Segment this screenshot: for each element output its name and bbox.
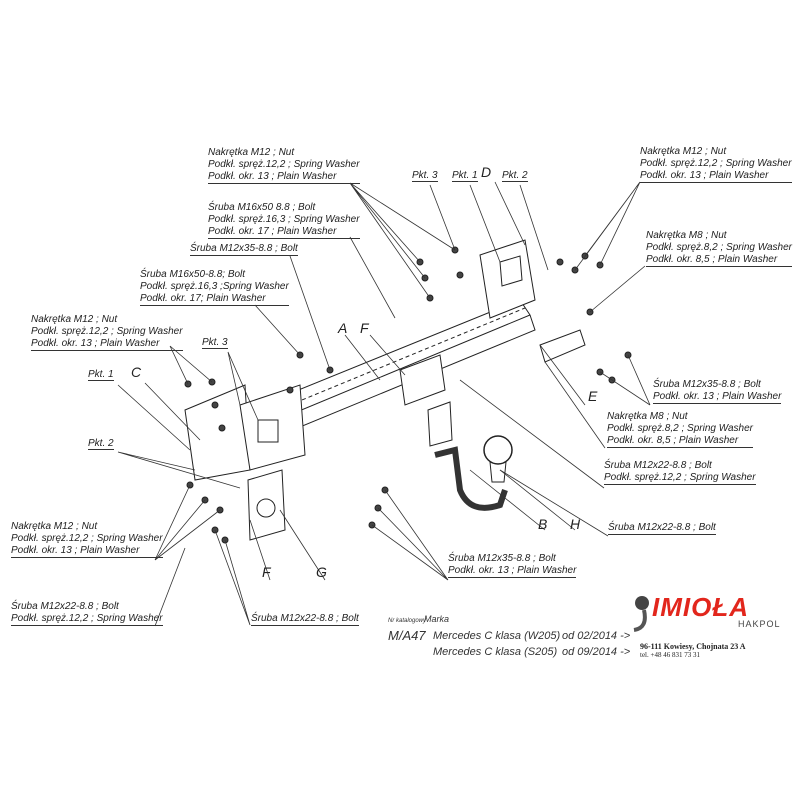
callout-nut-left: Nakrętka M12 ; Nut Podkł. spręż.12,2 ; S…	[31, 314, 183, 351]
point-tag: Pkt. 3	[202, 337, 228, 349]
callout-line: Podkł. okr. 13 ; Plain Washer	[653, 391, 782, 404]
callout-line: Podkł. spręż.8,2 ; Spring Washer	[646, 242, 792, 253]
callout-nut-top-left: Nakrętka M12 ; Nut Podkł. spręż.12,2 ; S…	[208, 147, 360, 184]
part-letter-a: A	[338, 320, 348, 336]
part-letter-g: G	[316, 564, 327, 580]
callout-bolt-m12x22-right: Śruba M12x22-8.8 ; Bolt Podkł. spręż.12,…	[604, 460, 756, 485]
point-tag: Pkt. 3	[412, 170, 438, 182]
callout-nut-top-right: Nakrętka M12 ; Nut Podkł. spręż.12,2 ; S…	[640, 146, 792, 183]
towball-logo-icon	[633, 596, 649, 632]
callout-line: Podkł. okr. 13 ; Plain Washer	[448, 565, 577, 578]
callout-line: Podkł. spręż.12,2 ; Spring Washer	[11, 533, 163, 544]
callout-line: Śruba M12x35-8.8 ; Bolt	[448, 553, 556, 564]
callout-line: Podkł. okr. 17; Plain Washer	[140, 293, 289, 306]
callout-bolt-m12x35-right: Śruba M12x35-8.8 ; Bolt Podkł. okr. 13 ;…	[653, 379, 782, 404]
callout-nut-bottom-left: Nakrętka M12 ; Nut Podkł. spręż.12,2 ; S…	[11, 521, 163, 558]
callout-line: Podkł. okr. 13 ; Plain Washer	[31, 338, 183, 351]
point-tag: Pkt. 1	[452, 170, 478, 182]
callout-bolt-m12x35-bottom: Śruba M12x35-8.8 ; Bolt Podkł. okr. 13 ;…	[448, 553, 577, 578]
callout-line: Nakrętka M12 ; Nut	[640, 146, 727, 157]
imiola-logo: IMIOŁA HAKPOL	[628, 592, 781, 634]
callout-line: Podkł. spręż.12,2 ; Spring Washer	[640, 158, 792, 169]
logo-text: IMIOŁA	[652, 592, 749, 622]
point-tag: Pkt. 2	[502, 170, 528, 182]
part-letter-h: H	[570, 516, 581, 532]
callout-nut-m8-top-right: Nakrętka M8 ; Nut Podkł. spręż.8,2 ; Spr…	[646, 230, 792, 267]
logo-subtext: HAKPOL	[738, 619, 781, 629]
callout-line: Śruba M12x22-8.8 ; Bolt	[604, 460, 712, 471]
callout-line: Podkł. spręż.8,2 ; Spring Washer	[607, 423, 753, 434]
callout-line: Podkł. okr. 13 ; Plain Washer	[208, 171, 360, 184]
callout-line: Podkł. okr. 8,5 ; Plain Washer	[607, 435, 753, 448]
part-letter-c: C	[131, 364, 142, 380]
center-bracket	[399, 354, 453, 447]
model-date: od 02/2014 ->	[562, 630, 631, 642]
company-address: 96-111 Kowiesy, Chojnata 23 A tel. +48 4…	[640, 642, 746, 659]
callout-line: Podkł. spręż.12,2 ; Spring Washer	[11, 613, 163, 626]
callout-line: Nakrętka M12 ; Nut	[31, 314, 118, 325]
callout-line: Nakrętka M12 ; Nut	[11, 521, 98, 532]
tow-ball	[434, 435, 513, 511]
part-letter-b: B	[538, 516, 548, 532]
callout-line: Nakrętka M12 ; Nut	[208, 147, 295, 158]
callout-bolt-m12x22-bottom-left: Śruba M12x22-8.8 ; Bolt Podkł. spręż.12,…	[11, 601, 163, 626]
callout-line: Podkł. okr. 17 ; Plain Washer	[208, 226, 360, 239]
callout-line: Śruba M12x22-8.8 ; Bolt	[251, 613, 359, 626]
callout-line: Podkł. spręż.12,2 ; Spring Washer	[604, 472, 756, 485]
callout-line: Podkł. spręż.16,3 ; Spring Washer	[208, 214, 360, 225]
catalog-number-header: Nr katalogowy	[388, 618, 427, 624]
callout-bolt-m12x22-bottom: Śruba M12x22-8.8 ; Bolt	[251, 613, 359, 626]
callout-bolt-m16-left: Śruba M16x50-8.8; Bolt Podkł. spręż.16,3…	[140, 269, 289, 306]
model-name: Mercedes C klasa (W205)	[433, 630, 561, 642]
callout-line: Śruba M12x35-8.8 ; Bolt	[653, 379, 761, 390]
part-letter-d: D	[481, 164, 492, 180]
socket-plate	[247, 469, 286, 541]
model-date: od 09/2014 ->	[562, 646, 631, 658]
point-tag: Pkt. 2	[88, 438, 114, 450]
callout-line: Śruba M16x50-8.8; Bolt	[140, 269, 246, 280]
callout-bolt-m12x22-h: Śruba M12x22-8.8 ; Bolt	[608, 522, 716, 535]
callout-line: Nakrętka M8 ; Nut	[646, 230, 727, 241]
callout-line: Podkł. spręż.12,2 ; Spring Washer	[208, 159, 360, 170]
catalog-number: M/A47	[388, 628, 426, 643]
callout-nut-m8-right: Nakrętka M8 ; Nut Podkł. spręż.8,2 ; Spr…	[607, 411, 753, 448]
part-letter-f: F	[262, 564, 271, 580]
phone-line: tel. +48 46 831 73 31	[640, 651, 700, 659]
callout-line: Podkł. okr. 13 ; Plain Washer	[640, 170, 792, 183]
point-tag: Pkt. 1	[88, 369, 114, 381]
right-bracket	[479, 239, 586, 363]
callout-line: Podkł. spręż.16,3 ;Spring Washer	[140, 281, 289, 292]
callout-line: Śruba M12x22-8.8 ; Bolt	[11, 601, 119, 612]
callout-line: Podkł. okr. 13 ; Plain Washer	[11, 545, 163, 558]
callout-line: Nakrętka M8 ; Nut	[607, 411, 688, 422]
callout-bolt-m16-top: Śruba M16x50 8.8 ; Bolt Podkł. spręż.16,…	[208, 202, 360, 239]
callout-line: Śruba M16x50 8.8 ; Bolt	[208, 202, 316, 213]
callout-bolt-m12x35-top: Śruba M12x35-8.8 ; Bolt	[190, 243, 298, 256]
callout-line: Śruba M12x35-8.8 ; Bolt	[190, 243, 298, 256]
address-line: 96-111 Kowiesy, Chojnata 23 A	[640, 642, 746, 651]
part-letter-f: F	[360, 320, 369, 336]
part-letter-e: E	[588, 388, 598, 404]
callout-line: Śruba M12x22-8.8 ; Bolt	[608, 522, 716, 535]
model-name: Mercedes C klasa (S205)	[433, 646, 558, 658]
brand-header: Marka	[424, 614, 450, 624]
callout-line: Podkł. okr. 8,5 ; Plain Washer	[646, 254, 792, 267]
callout-line: Podkł. spręż.12,2 ; Spring Washer	[31, 326, 183, 337]
leader-lines	[117, 181, 651, 627]
left-bracket	[184, 384, 306, 481]
